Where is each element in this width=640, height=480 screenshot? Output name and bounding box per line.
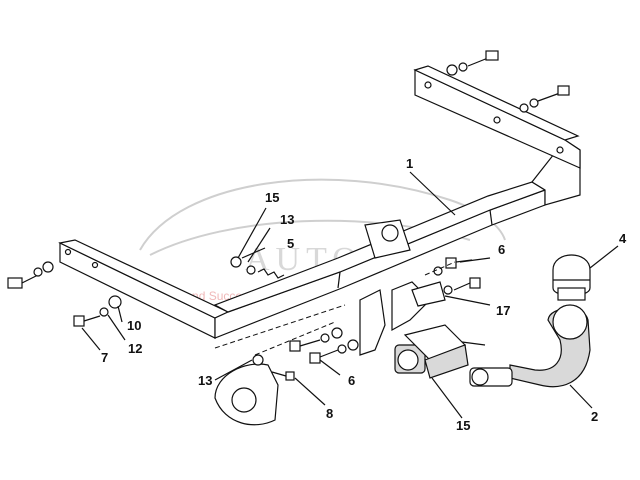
electrical-socket [394,324,486,379]
upper-small-fasteners [230,256,285,279]
callout-2: 2 [591,409,598,424]
callout-8: 8 [326,406,333,421]
callout-1: 1 [406,156,413,171]
callout-17: 17 [496,303,510,318]
callout-labels: 1 2 4 5 6 6 7 8 10 12 13 13 15 15 17 [101,156,627,433]
socket-plate [214,354,295,426]
callout-5: 5 [287,236,294,251]
callout-10: 10 [127,318,141,333]
side-brackets [359,257,481,356]
callout-6-lower: 6 [348,373,355,388]
towball-assembly [469,254,591,388]
assembly-guide-lines [214,261,456,356]
callout-13-lower: 13 [198,373,212,388]
crossbar-part-1 [58,65,581,339]
callout-7: 7 [101,350,108,365]
callout-4: 4 [619,231,627,246]
lower-fasteners [289,327,359,364]
callout-13-upper: 13 [280,212,294,227]
leader-lines [81,171,619,419]
callout-15-lower: 15 [456,418,470,433]
right-fastener-set [446,50,570,113]
callout-12: 12 [128,341,142,356]
callout-6-upper: 6 [498,242,505,257]
callout-15-upper: 15 [265,190,279,205]
left-fastener-set [7,261,122,327]
